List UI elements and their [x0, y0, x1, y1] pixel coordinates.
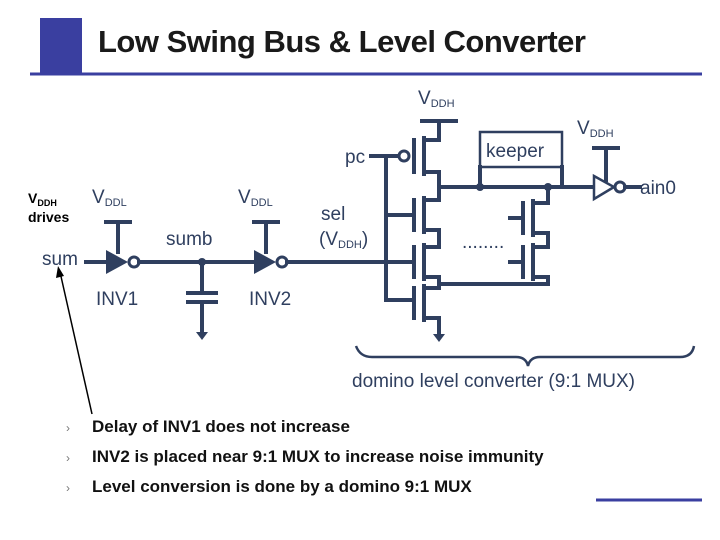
bullet-text: INV2 is placed near 9:1 MUX to increase … [92, 447, 544, 466]
bullet-item: › Delay of INV1 does not increase [62, 414, 544, 444]
label-sum: sum [42, 249, 78, 270]
cap-ground-arrow [196, 332, 208, 340]
bullet-text: Delay of INV1 does not increase [92, 417, 350, 436]
bullet-marker-icon: › [66, 451, 70, 465]
label-vddl-2: VDDL [238, 187, 273, 209]
pointer-arrow [59, 271, 93, 415]
side-note-drives: drives [28, 209, 69, 225]
mux-brace [354, 345, 696, 367]
side-note-vddh: VDDH [28, 190, 57, 208]
bullet-marker-icon: › [66, 481, 70, 495]
bullet-marker-icon: › [66, 421, 70, 435]
inv1-triangle [106, 250, 128, 274]
label-vddl-1: VDDL [92, 187, 127, 209]
label-vddh-right: VDDH [577, 118, 614, 140]
bullet-item: › Level conversion is done by a domino 9:… [62, 474, 544, 504]
pointer-arrowhead [56, 266, 64, 278]
label-dots: ........ [462, 232, 504, 253]
bullet-list: › Delay of INV1 does not increase › INV2 i… [62, 414, 544, 504]
slide-title: Low Swing Bus & Level Converter [98, 24, 586, 59]
label-sumb: sumb [166, 229, 212, 250]
bullet-item: › INV2 is placed near 9:1 MUX to increase… [62, 444, 544, 474]
title-accent-block [40, 18, 82, 74]
inv2-triangle [254, 250, 276, 274]
bullet-text: Level conversion is done by a domino 9:1… [92, 477, 472, 496]
label-sel-vddh: (VDDH) [319, 229, 368, 251]
label-inv1: INV1 [96, 289, 138, 310]
pmos-gate-bubble [397, 149, 411, 163]
label-vddh-top: VDDH [418, 88, 455, 110]
keeper-box [478, 130, 564, 169]
label-pc: pc [345, 147, 365, 168]
label-mux-caption: domino level converter (9:1 MUX) [352, 371, 635, 392]
ground-arrow [433, 334, 445, 342]
label-inv2: INV2 [249, 289, 291, 310]
label-keeper: keeper [486, 141, 545, 162]
out-inverter-triangle [592, 173, 617, 202]
label-sel: sel [321, 204, 345, 225]
label-ain0: ain0 [640, 178, 676, 199]
